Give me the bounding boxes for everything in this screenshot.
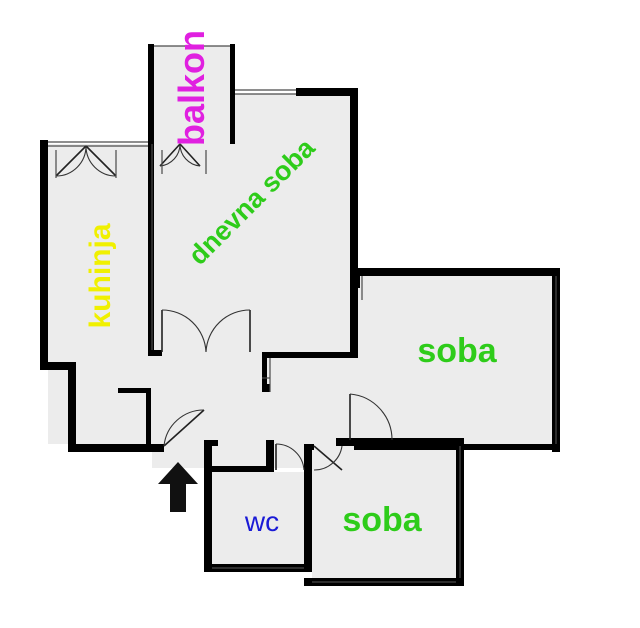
windows — [48, 45, 557, 583]
living-room-floor — [152, 94, 352, 356]
doors — [55, 143, 393, 471]
floor-areas — [48, 46, 554, 580]
room-label-soba-2: soba — [342, 501, 422, 539]
bedroom-2-floor — [312, 440, 462, 580]
bedroom-1-floor — [356, 274, 554, 448]
room-label-soba-1: soba — [417, 332, 497, 370]
room-label-balkon: balkon — [171, 30, 212, 146]
arrow-up-icon — [158, 462, 198, 512]
room-label-kuhinja: kuhinja — [84, 223, 117, 328]
wc-floor — [212, 472, 308, 566]
room-label-wc: wc — [244, 506, 279, 537]
kitchen-floor — [48, 144, 152, 444]
